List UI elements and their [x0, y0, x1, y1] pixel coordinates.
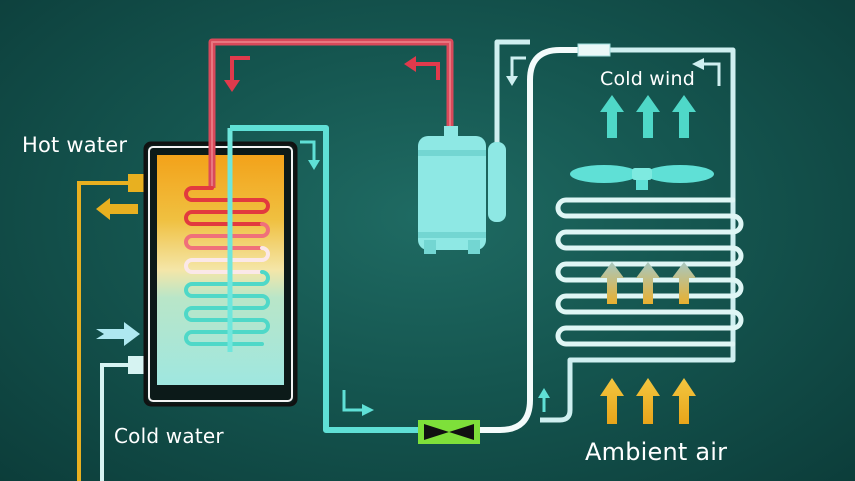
hot-water-out-arrow-icon: [96, 198, 138, 220]
cold-water-in-arrow-icon: [96, 322, 140, 346]
suction-pipe: [494, 39, 736, 423]
suction-flow-arrow-icon: [692, 58, 721, 86]
coil-air-arrow-icon: [600, 262, 696, 304]
ambient-air-label: Ambient air: [585, 438, 728, 466]
evaporator-outlet-pipe: [480, 47, 610, 433]
cold-wind-label: Cold wind: [600, 68, 695, 90]
liquid-refrigerant-pipe: [230, 125, 418, 433]
hot-water-pipe: [77, 174, 144, 481]
hot-water-label: Hot water: [22, 133, 128, 157]
hot-refrigerant-pipe: [208, 38, 454, 188]
cold-water-pipe: [100, 356, 144, 481]
hot-flow-arrow-icon: [404, 56, 440, 80]
condenser-coil: [184, 186, 270, 346]
fan-icon: [570, 165, 714, 190]
expansion-valve-icon: [418, 420, 480, 444]
ambient-air-arrow-icon: [600, 378, 696, 424]
compressor-icon: [418, 126, 506, 254]
evaporator-coil: [555, 197, 744, 347]
suction-flow-arrow-icon: [538, 388, 550, 412]
hot-flow-arrow-icon: [224, 56, 250, 92]
liquid-flow-arrow-icon: [300, 140, 320, 170]
liquid-flow-arrow-icon: [342, 390, 374, 416]
cold-wind-arrow-icon: [600, 95, 696, 138]
cold-water-label: Cold water: [114, 424, 224, 448]
suction-flow-arrow-icon: [506, 56, 526, 86]
